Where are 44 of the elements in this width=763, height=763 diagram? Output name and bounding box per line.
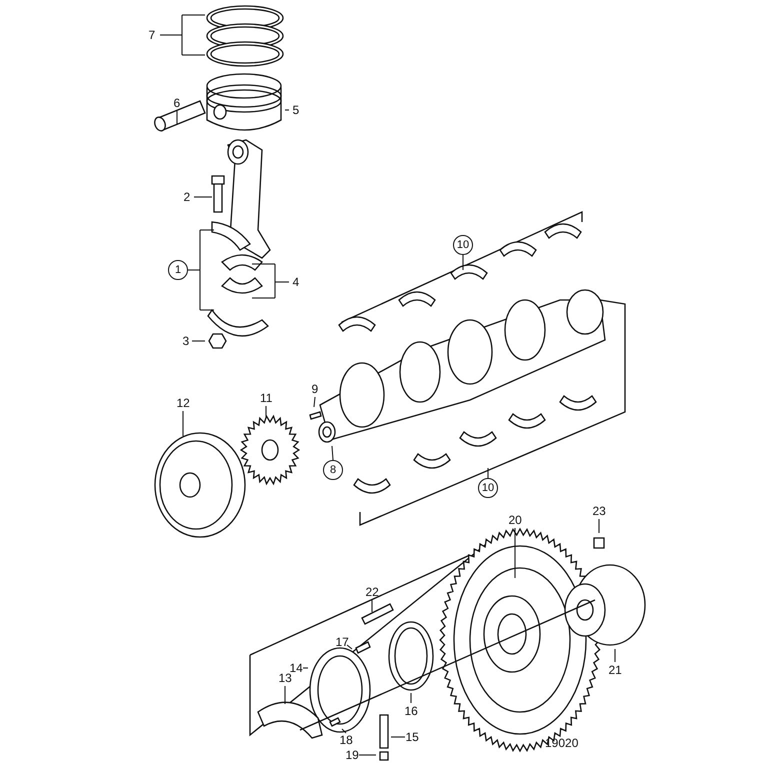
drawing-number: 19020	[545, 736, 578, 750]
callout-number: 4	[292, 275, 300, 289]
callout-number: 21	[608, 663, 622, 677]
callout-number: 18	[340, 733, 353, 747]
leader-line	[346, 644, 352, 650]
callout-number: 3	[182, 334, 190, 348]
leader-line	[188, 230, 214, 310]
leader-line	[332, 446, 334, 460]
circled-callout-number: 10	[478, 478, 498, 498]
leader-line	[284, 686, 286, 704]
leader-line	[598, 518, 600, 534]
leader-line	[390, 736, 406, 738]
callout-number: 11	[260, 391, 272, 405]
callout-number: 22	[366, 585, 379, 599]
callout-number: 9	[312, 382, 318, 396]
leader-line	[358, 754, 376, 756]
callout-number: 7	[148, 28, 156, 42]
callout-number: 6	[174, 96, 180, 110]
leader-line	[192, 340, 206, 342]
circled-callout-number: 1	[168, 260, 188, 280]
callout-number: 12	[176, 396, 190, 410]
callout-number: 19	[346, 748, 359, 762]
leader-line	[342, 728, 346, 734]
callout-number: 13	[278, 671, 292, 685]
leader-line	[252, 264, 290, 298]
leader-line	[182, 410, 184, 436]
circled-callout-number: 8	[323, 460, 343, 480]
callout-number: 15	[406, 730, 419, 744]
callout-number: 2	[184, 190, 190, 204]
callout-number: 23	[592, 504, 606, 518]
leader-line	[314, 396, 316, 408]
callout-number: 5	[292, 103, 300, 117]
callout-number: 14	[290, 661, 303, 675]
leader-line	[462, 254, 464, 270]
callout-number: 16	[404, 704, 418, 718]
callout-number: 20	[508, 513, 522, 527]
leader-line	[176, 110, 178, 126]
circled-callout-number: 10	[453, 235, 473, 255]
leader-line	[160, 14, 206, 56]
leader-line	[194, 196, 212, 198]
leader-line	[514, 528, 516, 578]
callout-number: 17	[336, 635, 349, 649]
leader-line	[614, 648, 616, 662]
leader-line	[410, 692, 412, 704]
